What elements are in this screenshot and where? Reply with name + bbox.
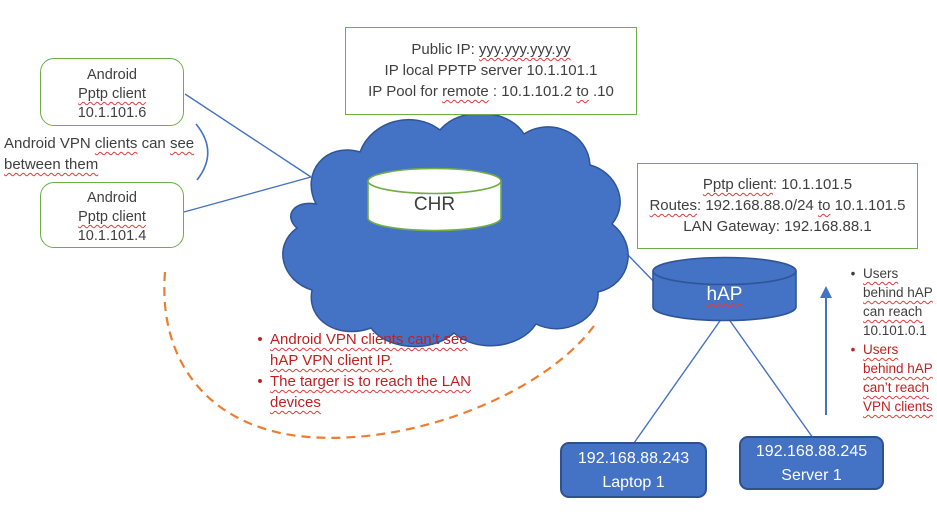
hap-info-box: Pptp client: 10.1.101.5 Routes: 192.168.…: [637, 163, 918, 249]
vpn-clients-note-line1: Android VPN clients can see: [4, 135, 195, 152]
pptp-server-line: IP local PPTP server 10.1.101.1: [384, 62, 598, 79]
right-note-item1: • Users behind hAP can reach 10.101.0.1: [843, 264, 937, 340]
brace-arc: [195, 123, 209, 181]
connector-hap-laptop: [633, 317, 723, 444]
ip-pool-line: IP Pool for remote : 10.1.101.2 to .10: [368, 83, 614, 100]
laptop-ip: 192.168.88.243: [577, 450, 690, 467]
public-ip-line: Public IP: yyy.yyy.yyy.yy: [411, 41, 571, 58]
hap-cylinder: [652, 256, 797, 322]
connector-android1-cloud: [184, 93, 312, 178]
android2-role: Pptp client: [78, 209, 146, 225]
hap-label: hAP: [706, 284, 743, 305]
android1-ip: 10.1.101.6: [77, 105, 147, 121]
server-name: Server 1: [781, 467, 842, 484]
red-note-item2: • The targer is to reach the LAN devices: [250, 371, 495, 413]
android-client1-box: Android Pptp client 10.1.101.6: [40, 58, 184, 126]
right-notes-list: • Users behind hAP can reach 10.101.0.1 …: [843, 264, 937, 416]
bullet-icon: •: [257, 331, 263, 348]
hap-routes-line: Routes: 192.168.88.0/24 to 10.1.101.5: [649, 197, 906, 214]
chr-cylinder: [367, 167, 502, 232]
vpn-clients-note-line2: between them: [4, 156, 99, 173]
hap-gateway-line: LAN Gateway: 192.168.88.1: [683, 218, 872, 235]
red-notes-list: • Android VPN clients can’t see hAP VPN …: [250, 329, 495, 413]
right-note-item2: • Users behind hAP can’t reach VPN clien…: [843, 340, 937, 416]
bullet-icon: •: [850, 266, 856, 281]
bullet-icon: •: [850, 342, 856, 357]
server-ip: 192.168.88.245: [755, 443, 868, 460]
server-box: 192.168.88.245 Server 1: [739, 436, 884, 490]
android2-title: Android: [87, 190, 137, 206]
android1-role: Pptp client: [78, 86, 146, 102]
dashed-arc: [163, 271, 597, 439]
public-ip-info-box: Public IP: yyy.yyy.yyy.yy IP local PPTP …: [345, 27, 637, 115]
bullet-icon: •: [257, 373, 263, 390]
vpn-clients-note: Android VPN clients can see between them: [4, 133, 214, 175]
red-note-item1: • Android VPN clients can’t see hAP VPN …: [250, 329, 495, 371]
connector-android2-cloud: [183, 176, 312, 213]
android1-title: Android: [87, 67, 137, 83]
laptop-box: 192.168.88.243 Laptop 1: [560, 442, 707, 498]
laptop-name: Laptop 1: [602, 474, 665, 491]
up-arrow: [820, 286, 832, 415]
hap-pptp-line: Pptp client: 10.1.101.5: [702, 176, 853, 193]
chr-label: CHR: [413, 194, 456, 215]
android2-ip: 10.1.101.4: [77, 228, 147, 244]
android-client2-box: Android Pptp client 10.1.101.4: [40, 182, 184, 248]
connector-hap-server: [727, 317, 814, 439]
